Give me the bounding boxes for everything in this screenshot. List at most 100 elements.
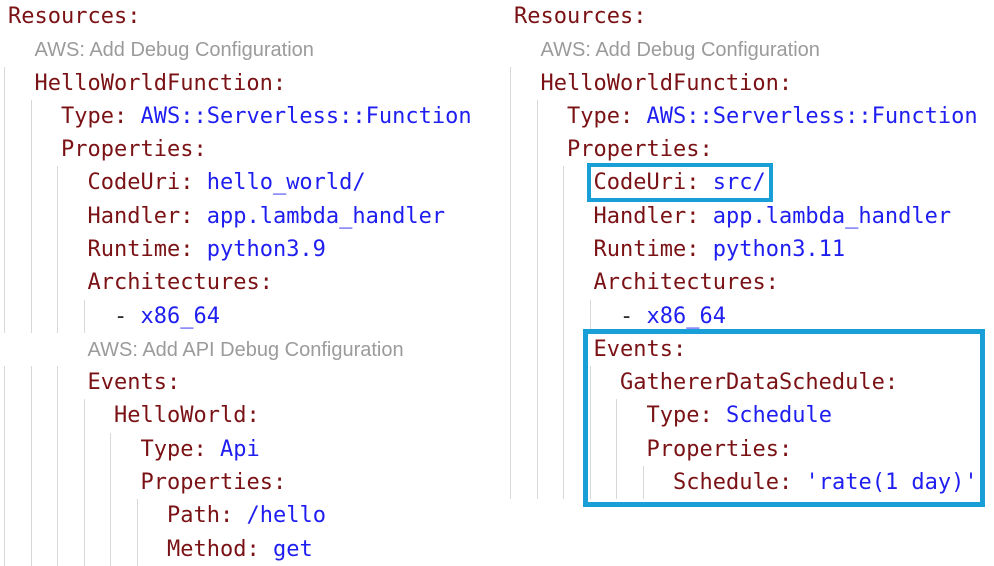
code-line[interactable]: GathererDataSchedule: (506, 366, 994, 400)
indent-guide (616, 465, 617, 500)
codelens-action[interactable]: AWS: Add Debug Configuration (506, 33, 994, 66)
indent-guide (536, 266, 538, 300)
line-content: Properties: (567, 137, 713, 162)
code-line[interactable]: Type: Schedule (506, 399, 994, 433)
line-content: Type: Api (141, 437, 260, 462)
yaml-key: GathererDataSchedule: (620, 370, 899, 396)
line-content: GathererDataSchedule: (620, 370, 898, 395)
yaml-value: x86_64 (646, 303, 726, 329)
yaml-key: Type: (646, 403, 713, 429)
indent-guide (83, 399, 85, 433)
indent-guide (563, 232, 564, 267)
indent-guide (4, 66, 5, 100)
code-line[interactable]: - x86_64 (506, 299, 994, 333)
indent-guide (536, 432, 538, 466)
line-content: CodeUri: hello_world/ (88, 170, 366, 195)
indent-guide (510, 399, 511, 433)
yaml-key: Architectures: (593, 270, 779, 296)
indent-guide (4, 299, 5, 333)
code-line[interactable]: Architectures: (506, 266, 994, 300)
code-line[interactable]: Properties: (0, 133, 506, 167)
code-line[interactable]: Method: get (0, 532, 506, 566)
indent-guide (4, 199, 5, 233)
code-line[interactable]: HelloWorldFunction: (506, 66, 994, 100)
code-line[interactable]: HelloWorld: (0, 399, 506, 433)
indent-guide (83, 432, 85, 466)
indent-guide (57, 266, 58, 300)
indent-guide (57, 366, 58, 400)
indent-guide (510, 432, 511, 466)
code-line[interactable]: HelloWorldFunction: (0, 66, 506, 100)
indent-guide (57, 499, 58, 533)
indent-guide (536, 99, 538, 134)
indent-guide (563, 332, 564, 367)
code-line[interactable]: Handler: app.lambda_handler (506, 199, 994, 233)
code-line[interactable]: CodeUri: src/ (506, 163, 994, 203)
code-line[interactable]: Events: (0, 366, 506, 400)
indent-guide (30, 299, 32, 333)
line-content: Resources: (8, 4, 140, 29)
yaml-key: Resources: (8, 4, 141, 29)
code-line[interactable]: Runtime: python3.11 (506, 232, 994, 267)
code-line[interactable]: - x86_64 (0, 299, 506, 333)
indent-guide (536, 332, 538, 367)
yaml-key: Properties: (646, 436, 793, 462)
codelens-action[interactable]: AWS: Add Debug Configuration (0, 33, 506, 66)
yaml-key: HelloWorldFunction: (34, 70, 287, 96)
indent-guide (642, 465, 644, 500)
line-content: Handler: app.lambda_handler (88, 204, 446, 229)
indent-guide (57, 299, 58, 333)
line-content: Type: AWS::Serverless::Function (567, 104, 978, 129)
indent-guide (589, 465, 591, 500)
code-line[interactable]: Properties: (506, 133, 994, 167)
code-line[interactable]: Schedule: 'rate(1 day)' (506, 465, 994, 500)
yaml-key: Type: (61, 103, 128, 129)
line-content: HelloWorldFunction: (541, 71, 793, 96)
indent-guide (563, 266, 564, 300)
line-content: Resources: (514, 4, 646, 29)
indent-guide (616, 399, 617, 433)
indent-guide (510, 99, 511, 134)
yaml-value: AWS::Serverless::Function (140, 103, 472, 129)
indent-guide (136, 499, 138, 533)
indent-guide (563, 166, 564, 200)
indent-guide (4, 399, 5, 433)
indent-guide (510, 166, 511, 200)
indent-guide (510, 66, 511, 100)
code-line[interactable]: Architectures: (0, 266, 506, 300)
code-line[interactable]: Type: AWS::Serverless::Function (506, 99, 994, 134)
yaml-key: Architectures: (87, 270, 273, 296)
code-line[interactable]: Handler: app.lambda_handler (0, 199, 506, 233)
code-line[interactable]: CodeUri: hello_world/ (0, 166, 506, 200)
indent-guide (57, 166, 58, 200)
indent-guide (589, 432, 591, 466)
line-content: Properties: (141, 470, 287, 495)
indent-guide (4, 166, 5, 200)
code-line[interactable]: Type: Api (0, 432, 506, 466)
indent-guide (30, 133, 32, 167)
yaml-key: Path: (167, 503, 234, 529)
codelens-label: AWS: Add Debug Configuration (540, 39, 820, 62)
code-line[interactable]: Resources: (506, 0, 994, 33)
yaml-value: hello_world/ (206, 170, 366, 196)
indent-guide (536, 232, 538, 267)
indent-guide (57, 432, 58, 466)
yaml-key: CodeUri: (87, 170, 194, 196)
indent-guide (510, 232, 511, 267)
code-line[interactable]: Path: /hello (0, 499, 506, 533)
code-line[interactable]: Resources: (0, 0, 506, 33)
codelens-action[interactable]: AWS: Add API Debug Configuration (0, 333, 506, 366)
indent-guide (57, 465, 58, 500)
code-line[interactable]: Type: AWS::Serverless::Function (0, 99, 506, 134)
yaml-key: HelloWorld: (114, 403, 260, 429)
indent-guide (30, 166, 32, 200)
code-line[interactable]: Properties: (0, 465, 506, 500)
yaml-key: Method: (167, 536, 260, 562)
code-line[interactable]: Runtime: python3.9 (0, 232, 506, 267)
code-line[interactable]: Events: (506, 332, 994, 367)
codelens-label: AWS: Add API Debug Configuration (87, 338, 404, 361)
indent-guide (83, 532, 85, 566)
indent-guide (563, 199, 564, 233)
code-line[interactable]: Properties: (506, 432, 994, 466)
